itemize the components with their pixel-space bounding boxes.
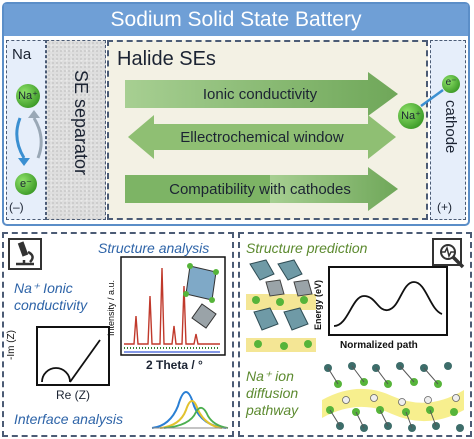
na-ion-cathode [398,103,424,129]
na-ionic-label-1: Na⁺ Ionic [14,280,73,296]
halide-title: Halide SEs [117,48,216,70]
arrow-label-ionic: Ionic conductivity [202,86,318,103]
separator-label: SE separator [71,70,91,176]
cathode-panel [430,40,466,220]
electrochemical-window-arrow [128,115,396,159]
electron-anode [15,173,37,195]
nyquist-semicircle [41,367,71,383]
diffusion-label-2: diffusion [246,385,299,401]
xrd-y-label: Intensity / a.u. [106,279,116,336]
cathode-label: cathode [442,100,459,154]
electron-label-cathode: e⁻ [445,77,457,88]
electron-label-anode: e⁻ [20,178,32,190]
characterization-panel [2,232,234,437]
diffusion-label-3: pathway [246,402,299,418]
na-ion-label-cathode: Na⁺ [401,110,421,122]
battery-graphics [15,72,460,211]
diffusion-pathway [322,388,464,422]
cycle-arrow-right [32,117,43,159]
interface-peaks [151,391,229,429]
anode-sign: (–) [9,200,24,214]
ionic-conductivity-arrow [125,72,398,116]
energy-x-label: Normalized path [340,340,418,351]
structure-prediction-label: Structure prediction [246,240,368,256]
na-ion-anode [16,84,40,108]
diffusion-label-1: Na⁺ ion [246,368,294,384]
nyquist-plot [36,326,110,386]
structure-analysis-label: Structure analysis [98,240,210,256]
microscope-icon [8,238,42,270]
crystal-octahedron [191,303,217,329]
na-ion-label-anode: Na⁺ [18,90,38,102]
compatibility-arrow-head [270,167,398,211]
arrow-label-window: Ellectrochemical window [180,129,344,146]
electron-cathode [442,75,460,93]
crystal-structure-prediction [246,259,316,352]
peak-yellow [159,400,223,429]
cycle-arrow-left [15,117,26,159]
nyquist-tail [69,339,101,383]
peak-green [163,406,229,429]
interface-analysis-label: Interface analysis [14,411,123,427]
battery-title: Sodium Solid State Battery [4,4,468,36]
energy-plot [328,266,448,336]
xrd-pattern [124,267,220,345]
magnifier-chart-icon [432,238,465,269]
xrd-x-label: 2 Theta / ° [146,358,203,372]
na-ionic-label-2: conductivity [14,297,88,313]
arrow-label-compat: Compatibility with cathodes [169,181,351,198]
xrd-plot [120,256,226,356]
diffusion-pathway-structure [322,362,464,432]
separator-panel [46,40,106,220]
energy-profile [333,281,443,327]
nyquist-x-label: Re (Z) [56,388,90,402]
anode-label: Na [12,46,32,63]
crystal-unit-cell [185,265,217,301]
cathode-sign: (+) [437,200,452,214]
computation-panel [238,232,472,437]
compatibility-arrow [125,175,270,203]
energy-y-label: Energy (eV) [313,279,323,330]
nyquist-y-label: -Im (Z) [6,330,17,360]
